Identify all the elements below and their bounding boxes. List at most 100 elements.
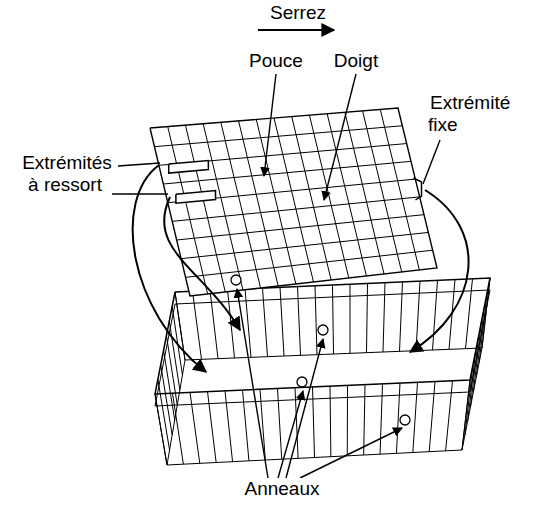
direction-arrow: [258, 29, 334, 31]
basket-wire: [466, 279, 473, 349]
basket-wire: [380, 384, 382, 454]
basket-wire: [416, 281, 420, 351]
basket-wire: [315, 286, 317, 355]
basket-wire: [364, 385, 365, 455]
basket-wire: [190, 392, 200, 463]
wire-plate: [150, 108, 437, 296]
leader-line: [300, 428, 402, 478]
basket-bottom: [167, 348, 482, 465]
plate-wire: [168, 179, 416, 203]
basket-wire: [263, 288, 268, 357]
basket-wire: [228, 290, 235, 358]
basket-wire: [347, 385, 348, 455]
leader-line: [112, 193, 168, 194]
plate-wire: [274, 118, 314, 282]
basket-rim: [155, 278, 490, 394]
plate-wire: [239, 121, 279, 286]
basket-wire: [280, 287, 284, 356]
label-text: Doigt: [332, 50, 380, 71]
basket-wire: [383, 283, 385, 352]
part-label: Serrez: [256, 2, 340, 24]
plate-wire: [309, 115, 348, 278]
basket-wire: [193, 291, 202, 359]
plate-wire: [363, 111, 402, 272]
basket-wire: [465, 365, 473, 435]
basket-wire: [298, 287, 301, 356]
basket-wire: [429, 382, 435, 452]
plate-wire: [380, 109, 419, 270]
basket-wire: [433, 280, 438, 350]
part-label: Extrémité fixe: [428, 92, 528, 136]
assembly-arrow: [410, 190, 469, 352]
basket-wire: [295, 388, 298, 459]
basket-wire: [413, 382, 418, 452]
fixed-end: [414, 178, 422, 200]
part-label: Anneaux: [232, 478, 332, 500]
plate-wire: [203, 124, 243, 290]
basket-wire: [158, 379, 170, 450]
label-text: Pouce: [247, 50, 305, 71]
label-text: Extrémité fixe: [428, 92, 510, 135]
basket-wire: [350, 284, 351, 353]
label-text: Extrémités à ressort: [20, 152, 112, 195]
basket-wire: [400, 282, 403, 351]
leader-line: [423, 140, 440, 184]
basket-wire: [169, 321, 180, 390]
plate-frame: [150, 108, 437, 296]
assembly-arrow: [164, 197, 240, 330]
plate-wire: [186, 250, 433, 277]
basket-wire: [243, 390, 249, 461]
basket-wire: [333, 285, 334, 354]
basket-wire: [208, 392, 217, 463]
ring: [318, 325, 328, 335]
basket-wire: [164, 350, 175, 420]
basket-wire: [166, 336, 177, 405]
label-text: Anneaux: [242, 478, 321, 499]
plate-wire: [345, 112, 384, 274]
basket-wire: [278, 389, 282, 460]
plate-wire: [221, 122, 261, 288]
part-label: Extrémités à ressort: [16, 152, 116, 196]
basket-rim: [155, 290, 490, 406]
plate-wire: [185, 125, 225, 292]
basket-wire: [446, 381, 453, 451]
basket-wire: [155, 394, 167, 465]
leader-line: [324, 74, 356, 200]
plate-wire: [256, 119, 296, 284]
basket-wire: [462, 380, 470, 450]
plate-wire: [168, 127, 208, 294]
basket-wire: [161, 365, 172, 435]
plate-wire: [163, 161, 411, 184]
ring: [231, 275, 241, 285]
ring: [400, 415, 410, 425]
assembly-arrows: [133, 165, 469, 372]
basket-wire: [330, 386, 332, 456]
basket-wire: [396, 383, 400, 453]
plate-wire: [327, 114, 366, 276]
basket-wire: [313, 387, 315, 458]
leader-line: [286, 339, 323, 478]
basket-wire: [367, 283, 368, 352]
basket-wire: [210, 290, 218, 358]
basket-wire: [462, 380, 470, 450]
basket-wire: [173, 393, 184, 464]
plate-wire: [154, 126, 402, 147]
leader-line: [237, 289, 268, 478]
basket-wire: [225, 391, 233, 462]
spring-end: [169, 161, 209, 173]
part-label: Pouce: [244, 50, 308, 72]
leader-lines: [112, 30, 440, 478]
part-label: Doigt: [324, 50, 388, 72]
leader-line: [264, 74, 276, 176]
plate-wire: [177, 215, 424, 240]
basket-wire: [155, 394, 167, 465]
spring-end: [176, 191, 216, 204]
leader-line: [278, 391, 303, 478]
ring: [297, 377, 307, 387]
plate-wire: [292, 117, 331, 280]
leader-line: [118, 163, 160, 166]
label-text: Serrez: [268, 2, 328, 23]
assembly-arrow: [133, 165, 206, 372]
